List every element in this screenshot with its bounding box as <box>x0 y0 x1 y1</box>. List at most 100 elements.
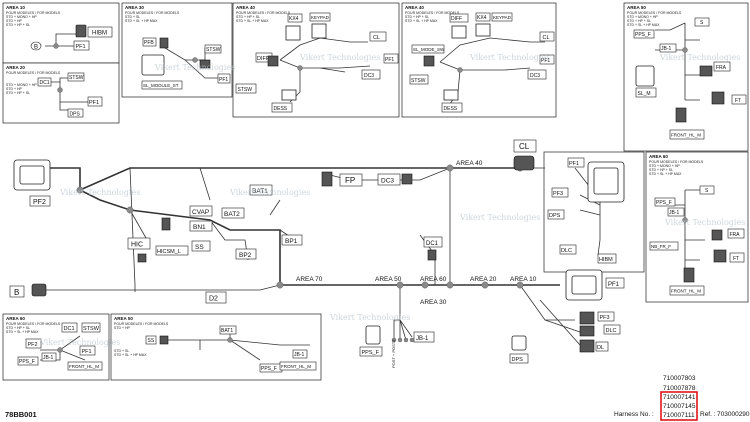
svg-text:POUR MODELES / FOR MODELS: POUR MODELES / FOR MODELS <box>405 11 460 15</box>
svg-text:Vikert Technologies: Vikert Technologies <box>154 63 235 72</box>
part-number: 710007803 <box>663 375 696 382</box>
part-number: 710007111 <box>663 412 695 419</box>
svg-text:POUR MODELES / FOR MODELS: POUR MODELES / FOR MODELS <box>6 11 61 15</box>
svg-text:D2: D2 <box>209 296 218 303</box>
svg-text:DIFF: DIFF <box>257 56 270 62</box>
svg-text:BN1: BN1 <box>193 224 206 231</box>
svg-text:B: B <box>14 288 19 297</box>
svg-text:PF1: PF1 <box>82 349 92 355</box>
svg-text:Vikert Technologies: Vikert Technologies <box>329 313 410 322</box>
svg-text:STD + HP: STD + HP <box>6 87 23 91</box>
main-harness: AREA 40 AREA 70 AREA 50 AREA 60 AREA 20 … <box>9 139 625 368</box>
svg-text:JB-1: JB-1 <box>294 352 305 358</box>
svg-text:AREA 20: AREA 20 <box>6 65 25 70</box>
svg-text:HIC: HIC <box>131 242 143 249</box>
svg-text:FT: FT <box>733 256 739 262</box>
svg-text:DC1: DC1 <box>64 326 75 332</box>
diagram-id: 78BB001 <box>5 410 37 419</box>
svg-text:KX4: KX4 <box>289 16 299 22</box>
panel-area60-bl: AREA 60 POUR MODELES / FOR MODELS STD + … <box>2 313 110 381</box>
svg-text:KX4: KX4 <box>477 15 487 21</box>
svg-text:Vikert Technologies: Vikert Technologies <box>299 53 380 62</box>
panel-area40-a: AREA 40 POUR MODELES / FOR MODELS STD + … <box>232 2 400 118</box>
b-label: B <box>34 45 38 51</box>
svg-text:DC1: DC1 <box>426 241 439 247</box>
svg-text:PF1: PF1 <box>385 57 394 63</box>
svg-text:STD + SL + HP MAX: STD + SL + HP MAX <box>236 19 269 23</box>
svg-text:AREA 50: AREA 50 <box>375 276 402 283</box>
svg-text:STD + SL + HP MAX: STD + SL + HP MAX <box>6 330 39 334</box>
svg-text:AREA 70: AREA 70 <box>296 276 323 283</box>
svg-text:Vikert Technologies: Vikert Technologies <box>59 188 140 197</box>
svg-text:STD + SL + HP MAX: STD + SL + HP MAX <box>125 19 158 23</box>
svg-text:PFB: PFB <box>144 40 154 46</box>
svg-text:POUR MODELES / FOR MODELS: POUR MODELES / FOR MODELS <box>6 322 61 326</box>
svg-text:STD + HP + SL: STD + HP + SL <box>405 15 429 19</box>
svg-text:STD + HP + SL: STD + HP + SL <box>649 168 673 172</box>
panel-area20: AREA 20 POUR MODELES / FOR MODELS STD + … <box>2 62 120 124</box>
svg-text:STD + SL + HP MAX: STD + SL + HP MAX <box>114 353 147 357</box>
svg-text:PPS_F: PPS_F <box>261 366 277 372</box>
svg-text:POUR MODELES / FOR MODELS: POUR MODELES / FOR MODELS <box>627 11 682 15</box>
svg-text:KEYPAD: KEYPAD <box>311 15 330 20</box>
svg-text:CL: CL <box>519 142 530 151</box>
svg-text:POUR MODELES / FOR MODELS: POUR MODELES / FOR MODELS <box>114 322 169 326</box>
svg-text:STD + SL + HP MAX: STD + SL + HP MAX <box>405 19 438 23</box>
svg-text:Vikert Technologies: Vikert Technologies <box>664 218 745 227</box>
svg-text:DESS: DESS <box>444 106 458 112</box>
svg-text:Vikert Technologies: Vikert Technologies <box>469 53 550 62</box>
svg-text:FRA: FRA <box>730 232 741 238</box>
svg-text:DIFF: DIFF <box>451 16 462 22</box>
svg-text:FRONT_HL_M: FRONT_HL_M <box>69 364 99 369</box>
footer: 78BB001 Harness No. : Ref. : 703000290 7… <box>5 375 750 421</box>
svg-text:SL_MODULE_ST: SL_MODULE_ST <box>143 83 179 88</box>
panel-area50-bl: AREA 50 POUR MODELES / FOR MODELS STD + … <box>110 313 322 381</box>
svg-text:AREA 10: AREA 10 <box>510 276 537 283</box>
svg-text:NB_FR_F: NB_FR_F <box>651 244 671 249</box>
svg-text:SS: SS <box>148 338 155 344</box>
svg-text:BP1: BP1 <box>285 238 298 245</box>
svg-text:PPS_F: PPS_F <box>19 359 35 365</box>
svg-text:DLC: DLC <box>606 328 617 334</box>
pf1-label: PF1 <box>76 44 86 50</box>
svg-text:DESS: DESS <box>274 106 288 112</box>
panel-area10-top: AREA 10 POUR MODELES / FOR MODELS STD + … <box>2 2 120 64</box>
svg-text:JB-1: JB-1 <box>661 46 672 52</box>
svg-text:AREA 50: AREA 50 <box>114 316 133 321</box>
svg-text:STD + MONO + HP: STD + MONO + HP <box>649 164 680 168</box>
svg-text:CL: CL <box>543 35 550 41</box>
svg-text:AREA 40: AREA 40 <box>456 160 483 167</box>
svg-text:DC3: DC3 <box>364 73 374 79</box>
ref-label: Ref. : <box>700 411 716 418</box>
svg-text:FRONT_HL_M: FRONT_HL_M <box>281 364 311 369</box>
svg-text:PPS_F: PPS_F <box>656 200 672 206</box>
svg-text:STD + SL + HP MAX: STD + SL + HP MAX <box>627 23 660 27</box>
svg-text:CL: CL <box>373 35 380 41</box>
panel-area40-b: AREA 40 POUR MODELES / FOR MODELS STD + … <box>401 2 557 118</box>
svg-text:PF1: PF1 <box>219 77 228 83</box>
svg-text:PF2: PF2 <box>33 199 46 206</box>
watermarks: Vikert Technologies Vikert Technologies … <box>39 53 745 347</box>
svg-text:AREA 60: AREA 60 <box>420 276 447 283</box>
harness-label: Harness No. : <box>614 411 654 418</box>
svg-text:STD + HP: STD + HP <box>6 19 23 23</box>
svg-text:DLC: DLC <box>561 248 572 254</box>
svg-text:AREA 60: AREA 60 <box>649 154 668 159</box>
svg-text:PF3: PF3 <box>600 315 610 321</box>
svg-text:POST + POST2: POST + POST2 <box>391 339 396 368</box>
part-number: 710007145 <box>663 403 696 410</box>
svg-text:AREA 60: AREA 60 <box>6 316 25 321</box>
svg-text:SL_M: SL_M <box>638 91 651 97</box>
svg-text:PPS_F: PPS_F <box>635 32 651 38</box>
svg-text:DC1: DC1 <box>40 80 50 86</box>
svg-text:PF1: PF1 <box>569 161 579 167</box>
svg-text:STD + MONO + HP: STD + MONO + HP <box>627 15 658 19</box>
svg-text:AREA 20: AREA 20 <box>470 276 497 283</box>
svg-text:FT: FT <box>735 98 741 104</box>
svg-text:STD + SL: STD + SL <box>114 349 129 353</box>
module-detail: PF1 PF3 DPS DLC HIBM <box>543 151 645 273</box>
svg-text:HICSM_L: HICSM_L <box>157 249 181 255</box>
svg-text:DC3: DC3 <box>530 73 540 79</box>
svg-text:STSW: STSW <box>83 326 100 332</box>
svg-text:STSW: STSW <box>411 78 426 84</box>
